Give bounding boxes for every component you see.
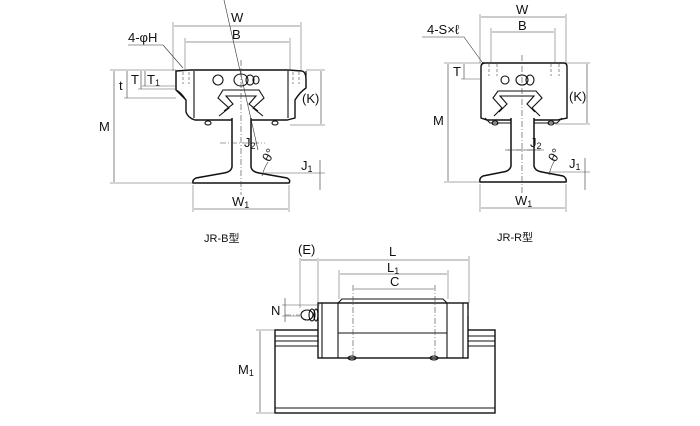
jr-r-dim-k: (K) [569, 89, 586, 104]
jr-b-dim-T1: T1 [147, 72, 160, 88]
side-dim-m1: M1 [238, 362, 254, 378]
jr-b-dim-T: T [131, 72, 139, 87]
jr-b-dim-m: M [99, 119, 110, 134]
jr-r-dim-j2: J2 [530, 135, 542, 151]
side-dim-n: N [271, 303, 280, 318]
side-dim-c: C [390, 274, 399, 289]
jr-b-dim-t: t [119, 78, 123, 93]
jr-r-dim-b: B [518, 18, 527, 33]
side-block [317, 302, 469, 359]
side-dim-l1: L1 [387, 260, 399, 276]
jr-r-view: W B 4-S×ℓ M T (K) J2 θ° J1 [422, 2, 590, 244]
jr-r-caption: JR-R型 [497, 230, 533, 244]
jr-r-dim-T: T [453, 64, 461, 79]
jr-b-dim-j1: J1 [301, 158, 313, 174]
side-grease-nipple-icon [300, 309, 314, 321]
grease-port-icon [212, 74, 224, 86]
jr-b-dim-w: W [231, 10, 244, 25]
side-dim-l: L [389, 244, 396, 259]
jr-r-dim-w1: W1 [515, 193, 532, 209]
side-view: (E) L L1 C N M1 [238, 242, 496, 414]
jr-r-dim-hole: 4-S×ℓ [427, 22, 460, 37]
side-dim-e: (E) [298, 242, 315, 257]
jr-r-dim-j1: J1 [569, 156, 581, 172]
jr-b-dim-angle: θ° [259, 146, 278, 164]
jr-b-dim-hole: 4-φH [128, 30, 157, 45]
jr-b-dim-k: (K) [302, 91, 319, 106]
jr-b-caption: JR-B型 [204, 231, 239, 245]
jr-b-dim-w1: W1 [232, 194, 249, 210]
jr-r-dim-angle: θ° [545, 146, 564, 164]
jr-r-dim-m: M [433, 113, 444, 128]
jr-r-dim-w: W [516, 2, 529, 17]
jr-b-dim-j2: J2 [244, 135, 256, 151]
jr-b-dim-b: B [232, 27, 241, 42]
jr-b-view: W B 4-φH M t T T1 (K) J2 [99, 0, 325, 245]
